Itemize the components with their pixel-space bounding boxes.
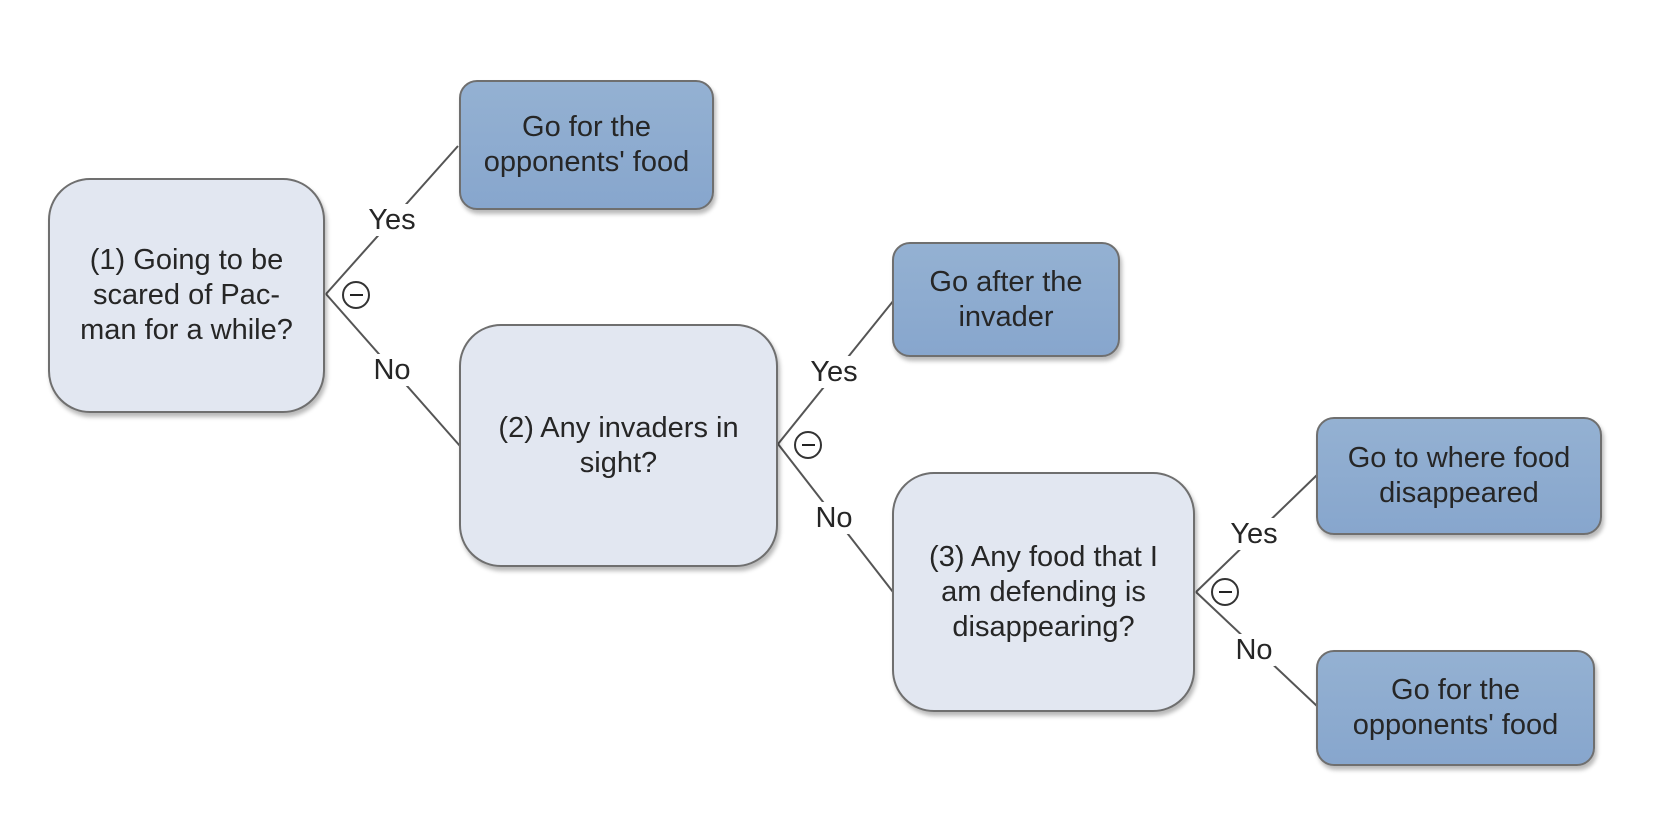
decision-node-1[interactable]: (1) Going to be scared of Pac-man for a …: [48, 178, 325, 413]
edge-label-q1-no: No: [370, 354, 414, 386]
edge-label-q3-yes: Yes: [1227, 518, 1281, 550]
action-node-opponents-food-1[interactable]: Go for the opponents' food: [459, 80, 714, 210]
decision-node-2-text: (2) Any invaders in sight?: [498, 411, 739, 479]
edge-label-q1-yes: Yes: [365, 204, 419, 236]
action-node-food-disappeared-text: Go to where food disappeared: [1347, 442, 1571, 509]
action-node-go-after-invader-text: Go after the invader: [929, 265, 1083, 333]
action-node-food-disappeared[interactable]: Go to where food disappeared: [1316, 417, 1602, 535]
action-node-opponents-food-1-text: Go for the opponents' food: [483, 111, 690, 178]
edge-label-q2-yes: Yes: [807, 356, 861, 388]
decision-node-3-text: (3) Any food that I am defending is disa…: [929, 540, 1158, 643]
action-node-opponents-food-2[interactable]: Go for the opponents' food: [1316, 650, 1595, 766]
collapse-minus-icon-q2[interactable]: [794, 431, 822, 459]
edge-label-q3-no: No: [1232, 634, 1276, 666]
decision-node-3[interactable]: (3) Any food that I am defending is disa…: [892, 472, 1195, 712]
collapse-minus-icon-q1[interactable]: [342, 281, 370, 309]
action-node-go-after-invader[interactable]: Go after the invader: [892, 242, 1120, 357]
decision-node-2[interactable]: (2) Any invaders in sight?: [459, 324, 778, 567]
edge-label-q2-no: No: [812, 502, 856, 534]
collapse-minus-icon-q3[interactable]: [1211, 578, 1239, 606]
decision-node-1-text: (1) Going to be scared of Pac-man for a …: [80, 244, 293, 346]
action-node-opponents-food-2-text: Go for the opponents' food: [1352, 674, 1559, 741]
